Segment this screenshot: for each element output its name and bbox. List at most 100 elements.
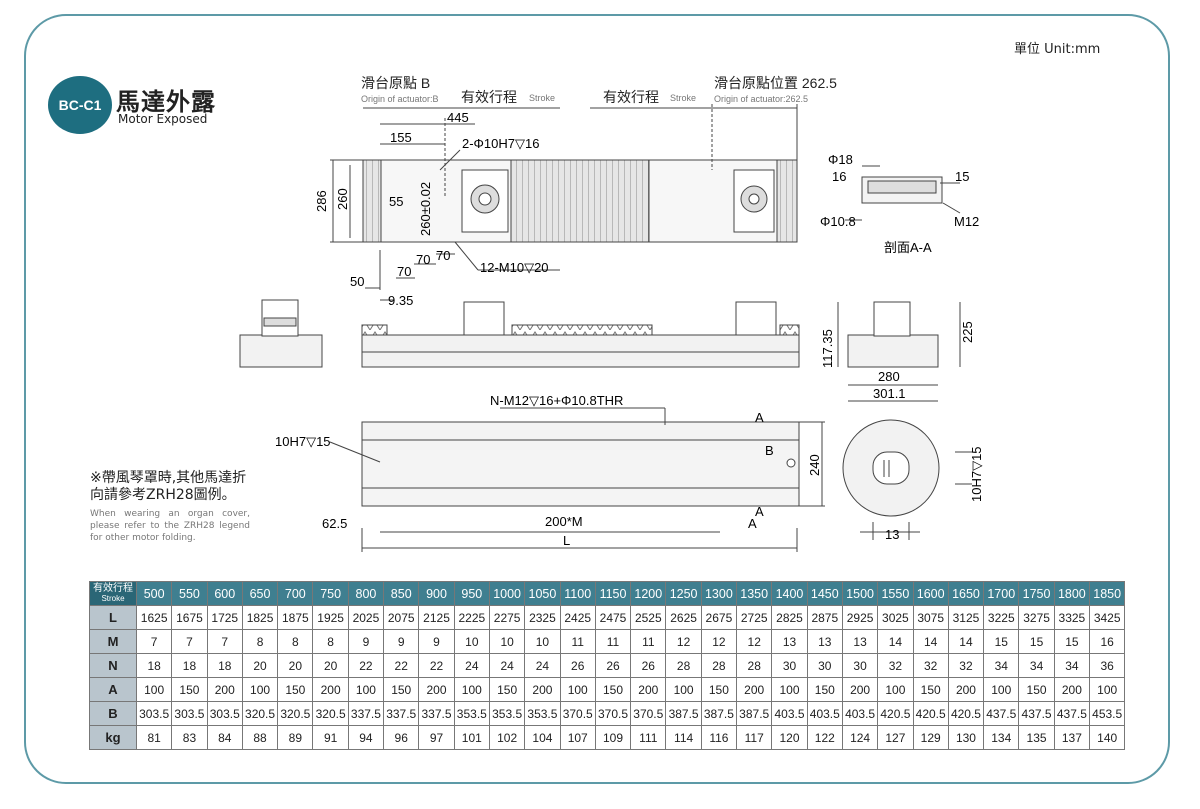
table-cell: 100	[559, 677, 596, 702]
origin-position-label: 滑台原點位置 262.5	[714, 75, 837, 91]
table-cell: 8	[277, 629, 314, 654]
section-view	[845, 165, 961, 221]
dim-70-b: 70	[416, 252, 430, 267]
table-cell: 387.5	[665, 701, 702, 726]
table-cell: 107	[559, 725, 596, 750]
table-cell: 140	[1089, 725, 1126, 750]
table-cell: 303.5	[206, 701, 243, 726]
origin-b-label: 滑台原點 B	[361, 75, 430, 91]
table-cell: 437.5	[983, 701, 1020, 726]
table-cell: 403.5	[806, 701, 843, 726]
table-cell: 14	[912, 629, 949, 654]
stroke-column-header: 1750	[1018, 581, 1055, 606]
table-cell: 9	[383, 629, 420, 654]
table-cell: 100	[983, 677, 1020, 702]
dim-55: 55	[389, 194, 403, 209]
stroke-column-header: 850	[383, 581, 420, 606]
table-cell: 370.5	[594, 701, 632, 726]
table-cell: 200	[1053, 677, 1091, 702]
table-cell: 129	[912, 725, 949, 750]
table-cell: 20	[312, 653, 349, 678]
stroke-column-header: 1550	[877, 581, 914, 606]
table-cell: 2225	[453, 605, 490, 630]
table-cell: 3025	[877, 605, 914, 630]
table-cell: 420.5	[877, 701, 914, 726]
table-cell: 102	[488, 725, 526, 750]
table-cell: 15	[983, 629, 1020, 654]
table-cell: 26	[630, 653, 667, 678]
table-cell: 14	[947, 629, 985, 654]
stroke-column-header: 1150	[594, 581, 632, 606]
page-subtitle: Motor Exposed	[118, 112, 208, 126]
stroke-column-header: 800	[347, 581, 385, 606]
technical-drawing: 滑台原點 B Origin of actuator:B 有效行程 Stroke …	[239, 75, 984, 552]
stroke-column-header: 1850	[1089, 581, 1126, 606]
table-cell: 337.5	[383, 701, 420, 726]
table-cell: 3225	[983, 605, 1020, 630]
table-cell: 122	[806, 725, 843, 750]
table-cell: 20	[277, 653, 314, 678]
table-cell: 100	[135, 677, 173, 702]
table-cell: 88	[241, 725, 279, 750]
table-cell: 26	[594, 653, 632, 678]
table-cell: 2875	[806, 605, 843, 630]
table-cell: 114	[665, 725, 702, 750]
table-cell: 127	[877, 725, 914, 750]
dim-301-1: 301.1	[873, 386, 906, 401]
stroke-column-header: 1200	[630, 581, 667, 606]
table-cell: 22	[383, 653, 420, 678]
stroke-column-header: 700	[277, 581, 314, 606]
hole-detail	[842, 419, 972, 540]
stroke-column-header: 1700	[983, 581, 1020, 606]
table-cell: 200	[206, 677, 243, 702]
table-cell: 81	[135, 725, 173, 750]
page-title: 馬達外露	[116, 88, 216, 116]
table-cell: 387.5	[700, 701, 738, 726]
table-cell: 353.5	[453, 701, 490, 726]
stroke-column-header: 1800	[1053, 581, 1091, 606]
table-cell: 13	[841, 629, 879, 654]
table-cell: 353.5	[524, 701, 561, 726]
table-cell: 24	[524, 653, 561, 678]
table-cell: 3425	[1089, 605, 1126, 630]
table-cell: 30	[806, 653, 843, 678]
table-cell: 14	[877, 629, 914, 654]
table-cell: 200	[312, 677, 349, 702]
table-cell: 320.5	[312, 701, 349, 726]
table-cell: 83	[171, 725, 208, 750]
stroke-column-header: 1000	[488, 581, 526, 606]
table-cell: 403.5	[841, 701, 879, 726]
table-cell: 1925	[312, 605, 349, 630]
dim-10h7-vertical: 10H7▽15	[969, 446, 984, 502]
table-cell: 91	[312, 725, 349, 750]
table-cell: 437.5	[1053, 701, 1091, 726]
page-frame	[24, 14, 1170, 784]
row-label: N	[89, 653, 137, 678]
row-label: kg	[89, 725, 137, 750]
table-cell: 117	[736, 725, 773, 750]
table-cell: 150	[912, 677, 949, 702]
dim-70-c: 70	[436, 248, 450, 263]
dim-phi18: Φ18	[828, 152, 853, 167]
table-cell: 15	[1053, 629, 1091, 654]
stroke-column-header: 650	[241, 581, 279, 606]
table-cell: 1675	[171, 605, 208, 630]
table-cell: 2625	[665, 605, 702, 630]
table-cell: 26	[559, 653, 596, 678]
table-cell: 1625	[135, 605, 173, 630]
row-label: B	[89, 701, 137, 726]
table-cell: 94	[347, 725, 385, 750]
stroke-column-header: 1100	[559, 581, 596, 606]
table-cell: 9	[418, 629, 455, 654]
dim-117-35: 117.35	[820, 329, 835, 368]
origin-position-en: Origin of actuator:262.5	[714, 94, 808, 104]
table-cell: 135	[1018, 725, 1055, 750]
dim-445: 445	[447, 110, 469, 125]
table-cell: 8	[241, 629, 279, 654]
stroke-column-header: 1300	[700, 581, 738, 606]
table-cell: 387.5	[736, 701, 773, 726]
table-cell: 22	[418, 653, 455, 678]
table-cell: 150	[171, 677, 208, 702]
table-cell: 100	[665, 677, 702, 702]
